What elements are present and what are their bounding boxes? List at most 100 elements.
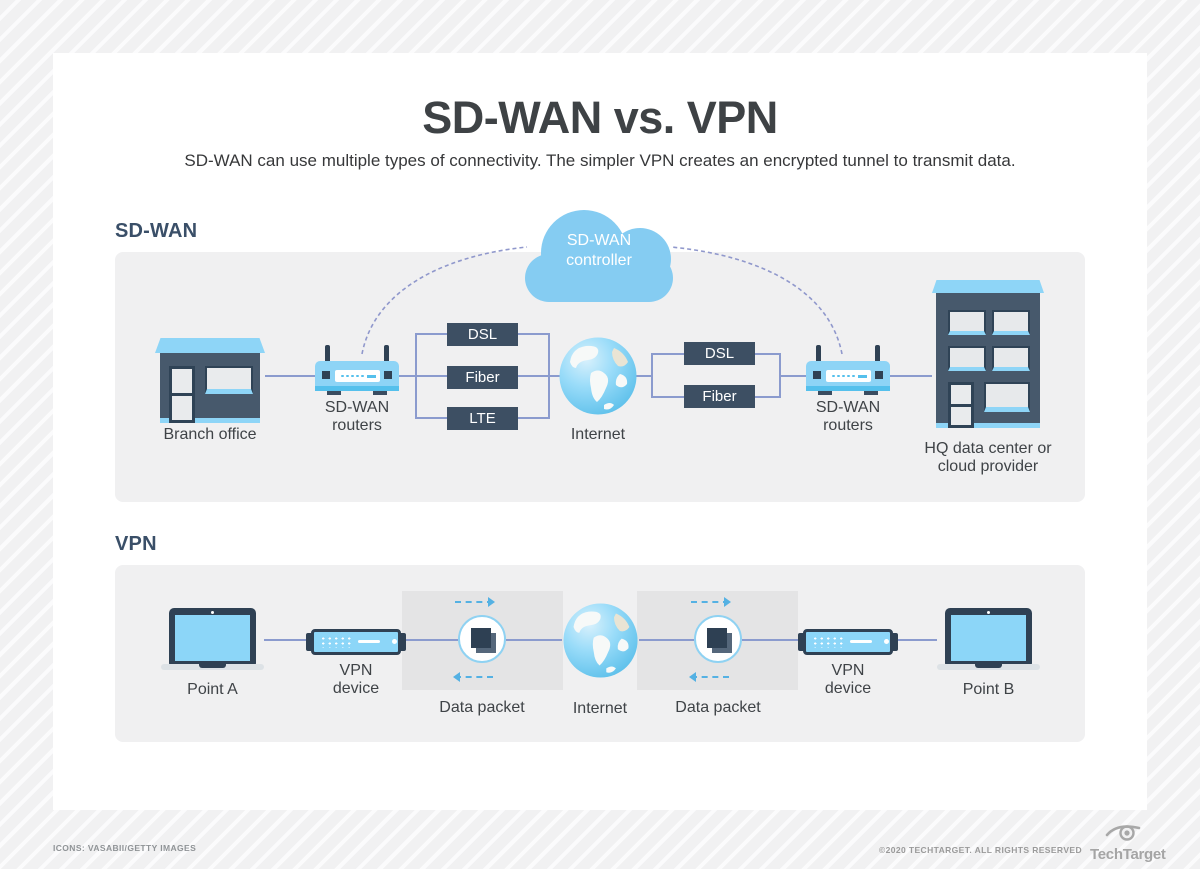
laptop-screen: [175, 615, 250, 661]
connector-line: [898, 639, 937, 641]
data-packet-left-icon: [458, 615, 506, 663]
point-a-laptop-icon: [161, 608, 264, 670]
building-door-divider: [948, 404, 974, 407]
router-port: [384, 371, 392, 379]
device-bar: [358, 640, 380, 643]
connector-line: [417, 375, 447, 377]
vpn-device-right-icon: [798, 629, 898, 655]
building-base: [160, 418, 260, 423]
sdwan-router-left-icon: [315, 345, 399, 397]
device-bar: [850, 640, 872, 643]
building-window: [992, 346, 1030, 371]
internet-globe-icon: [563, 603, 638, 678]
device-tab: [798, 633, 807, 651]
copyright-text: ©2020 TECHTARGET. ALL RIGHTS RESERVED: [878, 845, 1082, 855]
vpn-section-heading: VPN: [115, 533, 157, 555]
link-fiber-left: Fiber: [447, 366, 518, 389]
bracket-line: [651, 353, 653, 398]
building-window: [948, 346, 986, 371]
connector-line: [417, 333, 447, 335]
router-antenna: [325, 345, 330, 365]
building-window: [948, 310, 986, 335]
packet-square-front: [471, 628, 491, 648]
eye-icon: [1105, 825, 1141, 841]
arrow-right-icon: [455, 597, 495, 607]
building-window: [205, 366, 253, 394]
data-packet-right-label: Data packet: [675, 699, 761, 716]
connector-line: [636, 375, 653, 377]
bracket-line: [415, 333, 417, 419]
connector-line: [742, 639, 798, 641]
building-window: [992, 310, 1030, 335]
arrow-right-icon: [691, 597, 731, 607]
hq-data-center-icon: [932, 280, 1044, 428]
router-leds: [340, 374, 365, 378]
router-antenna: [875, 345, 880, 365]
laptop-camera: [211, 610, 214, 614]
internet-label-sdwan: Internet: [570, 426, 626, 443]
connector-line: [781, 375, 806, 377]
router-leds: [831, 374, 856, 378]
packet-square-front: [707, 628, 727, 648]
router-display: [826, 370, 871, 382]
link-fiber-right: Fiber: [684, 385, 755, 408]
connector-line: [890, 375, 932, 377]
page-subtitle: SD-WAN can use multiple types of connect…: [184, 151, 1016, 170]
connector-line: [399, 375, 417, 377]
bracket-line: [548, 333, 550, 419]
brand-name: TechTarget: [1090, 846, 1166, 863]
sdwan-section-heading: SD-WAN: [115, 220, 198, 242]
router-switch: [367, 374, 376, 378]
router-port: [322, 371, 330, 379]
router-foot: [327, 391, 341, 395]
connector-line: [506, 639, 562, 641]
vpn-device-right-label: VPN device: [824, 662, 872, 697]
hq-label: HQ data center or cloud provider: [924, 440, 1052, 475]
techtarget-logo: TechTarget: [1090, 821, 1166, 863]
laptop-notch: [199, 664, 226, 668]
connector-line: [639, 639, 694, 641]
router-foot: [818, 391, 832, 395]
connector-line: [402, 639, 458, 641]
icon-credits: ICONS: VASABII/GETTY IMAGES: [53, 843, 197, 853]
building-awning: [155, 338, 265, 353]
point-b-label: Point B: [962, 681, 1015, 698]
point-a-label: Point A: [187, 681, 238, 698]
arrow-left-icon: [453, 672, 493, 682]
sdwan-controller-cloud-icon: SD-WAN controller: [525, 210, 673, 302]
router-foot: [373, 391, 387, 395]
vpn-device-left-label: VPN device: [332, 662, 380, 697]
connector-line: [653, 353, 684, 355]
connector-line: [755, 396, 781, 398]
link-dsl-left: DSL: [447, 323, 518, 346]
link-dsl-right: DSL: [684, 342, 755, 365]
branch-office-icon: [155, 338, 265, 428]
link-lte-left: LTE: [447, 407, 518, 430]
router-display: [335, 370, 380, 382]
data-packet-left-label: Data packet: [439, 699, 525, 716]
sdwan-router-right-icon: [806, 345, 890, 397]
router-port: [875, 371, 883, 379]
building-door-divider: [169, 393, 195, 396]
laptop-screen: [951, 615, 1026, 661]
connector-line: [417, 417, 447, 419]
bracket-line: [779, 353, 781, 398]
sdwan-controller-label: SD-WAN controller: [566, 232, 632, 269]
device-tab: [889, 633, 898, 651]
vpn-device-left-icon: [306, 629, 406, 655]
cloud-base: [525, 254, 673, 302]
page-title: SD-WAN vs. VPN: [422, 92, 778, 143]
building-roof: [932, 280, 1044, 293]
internet-globe-icon: [559, 337, 637, 415]
building-window: [984, 382, 1030, 412]
router-port: [813, 371, 821, 379]
device-vents: [812, 636, 845, 648]
router-switch: [858, 374, 867, 378]
router-antenna: [384, 345, 389, 365]
connector-line: [518, 417, 550, 419]
device-led: [884, 639, 889, 644]
laptop-notch: [975, 664, 1002, 668]
arrow-left-icon: [689, 672, 729, 682]
router-antenna: [816, 345, 821, 365]
